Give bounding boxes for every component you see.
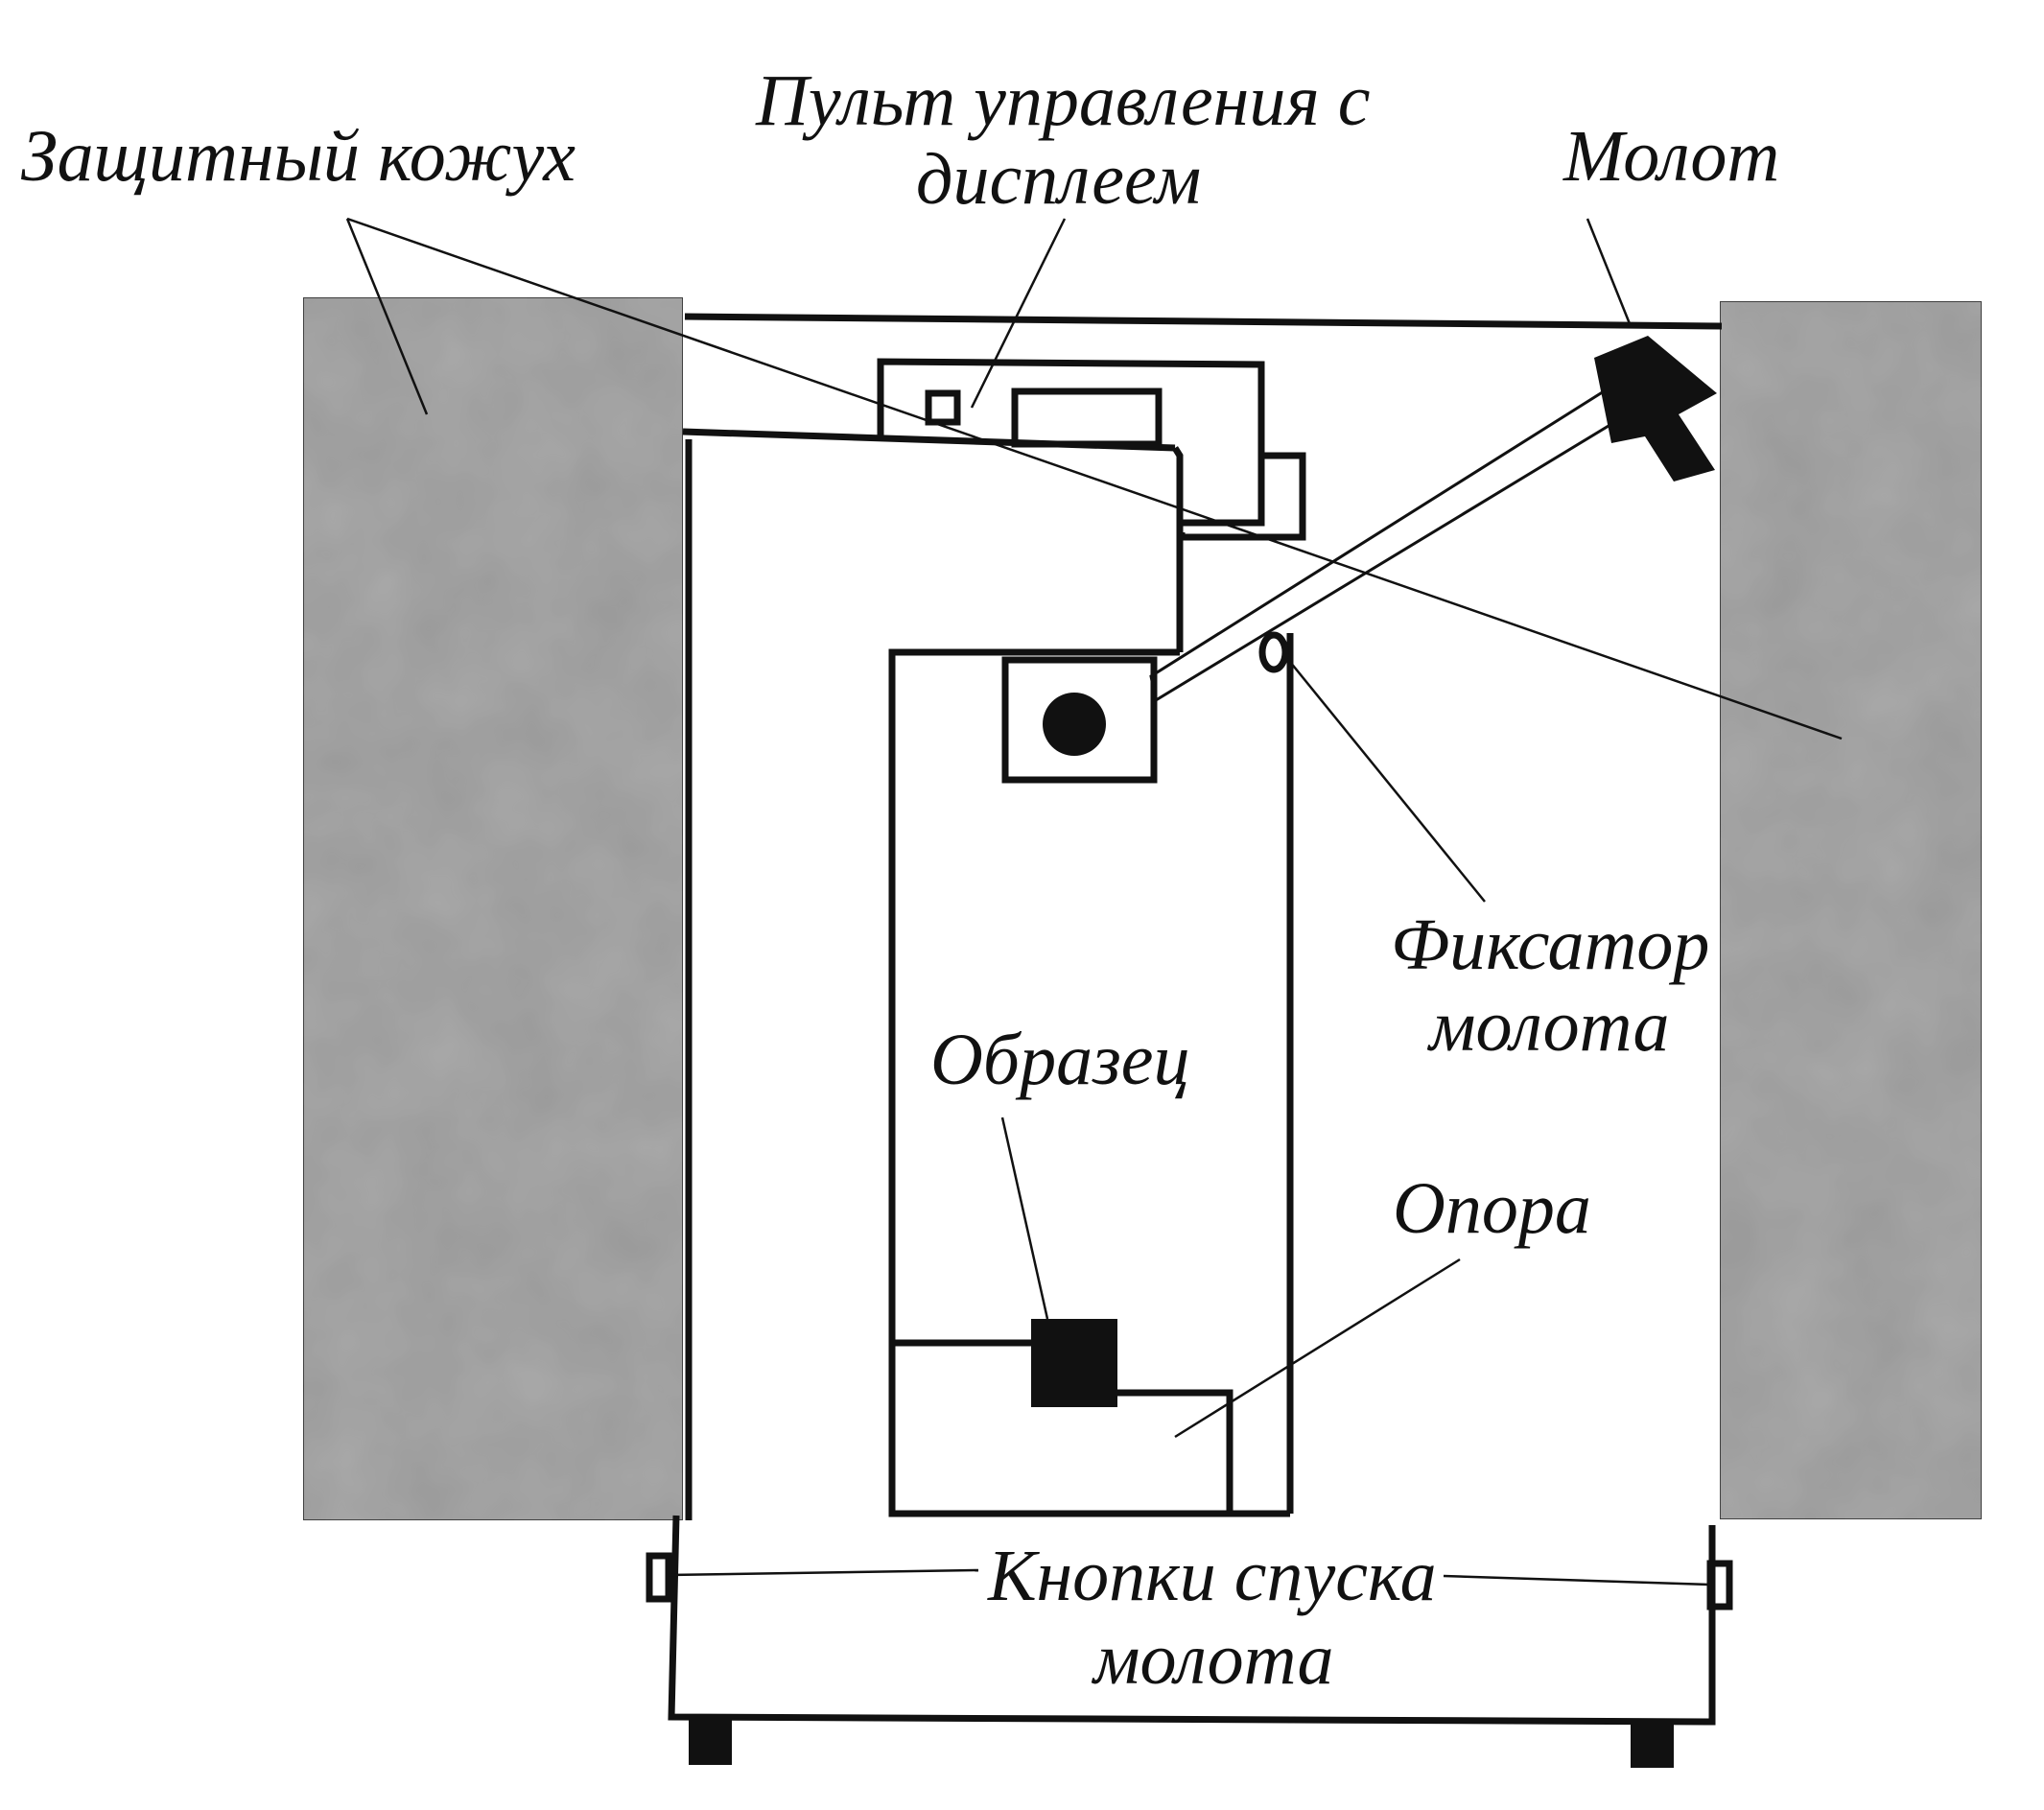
label-control-panel-2: дисплеем — [916, 139, 1201, 220]
label-control-panel-1: Пульт управления с — [755, 60, 1370, 141]
shield-left — [302, 296, 684, 1521]
right-housing-box — [1178, 456, 1306, 541]
hammer-head — [1594, 336, 1717, 482]
label-hammer-lock-1: Фиксатор — [1391, 905, 1709, 985]
control-panel-display — [1011, 388, 1163, 448]
label-shield: Защитный кожух — [21, 116, 576, 197]
specimen — [1031, 1319, 1117, 1407]
label-hammer-lock-2: молота — [1426, 986, 1670, 1067]
leader-shield-left — [345, 218, 429, 415]
top-rail — [684, 313, 1723, 330]
inner-frame — [888, 633, 1294, 1517]
leader-specimen — [1000, 1117, 1049, 1320]
label-support: Опора — [1393, 1168, 1591, 1249]
label-release-buttons-2: молота — [1091, 1619, 1334, 1700]
leader-shield-right — [346, 217, 1843, 740]
label-release-buttons-1: Кнопки спуска — [987, 1536, 1437, 1616]
support-block — [892, 1339, 1233, 1514]
release-button-left — [646, 1552, 672, 1603]
base — [668, 1515, 1716, 1726]
release-button-right — [1706, 1560, 1733, 1610]
leader-release-left — [668, 1568, 979, 1577]
leader-hammer — [1586, 218, 1633, 327]
frame-body — [685, 439, 1184, 1520]
pivot-axle — [1043, 693, 1106, 756]
label-specimen: Образец — [930, 1020, 1190, 1100]
leader-control-panel — [970, 218, 1067, 409]
pivot-block — [1001, 656, 1158, 784]
pendulum-arm — [1149, 379, 1638, 703]
shield-right — [1719, 300, 1983, 1520]
leader-hammer-lock — [1289, 661, 1486, 903]
control-panel-button — [925, 389, 961, 426]
leader-support — [1174, 1258, 1461, 1439]
foot-right — [1631, 1722, 1674, 1768]
label-hammer: Молот — [1562, 116, 1779, 197]
foot-left — [689, 1717, 732, 1765]
leader-release-right — [1443, 1574, 1711, 1587]
control-panel-housing — [877, 358, 1265, 527]
hammer-lock — [1258, 631, 1289, 673]
